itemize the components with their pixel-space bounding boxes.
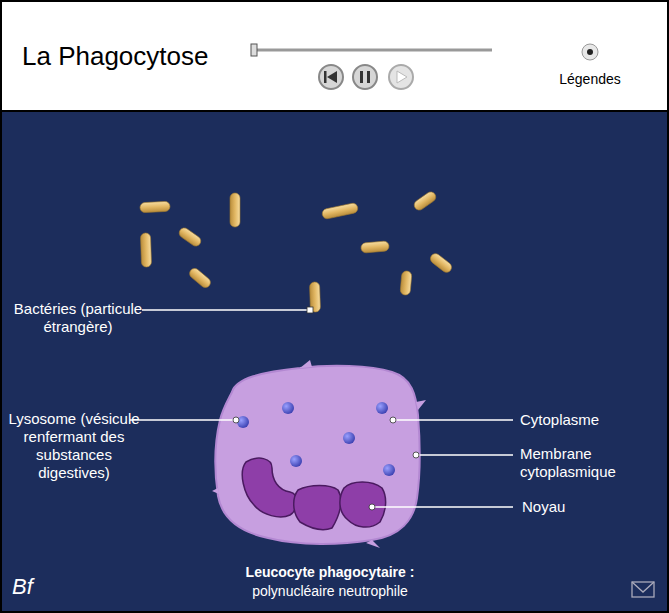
pseudopods [212,360,426,548]
part-label: Cytoplasme [520,411,640,429]
caption: Leucocyte phagocytaire : [180,564,480,581]
player-buttons [319,65,413,89]
page-title: La Phagocytose [22,41,262,72]
nucleus [242,458,385,529]
lysosomes [237,402,395,476]
legend-toggle [582,44,598,60]
neutrophil-cell [215,366,420,544]
part-label: Membrane cytoplasmique [520,445,630,481]
scene-background [2,112,667,611]
part-label: Noyau [522,498,622,516]
legend-toggle-label: Légendes [545,71,635,88]
caption: polynucléaire neutrophile [180,583,480,600]
leader-lines [130,307,513,510]
slider-thumb [251,44,257,56]
part-label: Lysosome (vésicule renfermant des substa… [4,410,144,482]
mail-icon [632,582,654,597]
bacteria [140,190,454,312]
logo: Bf [12,574,62,600]
progress-slider [255,49,492,52]
part-label: Bactéries (particule étrangère) [4,300,152,336]
